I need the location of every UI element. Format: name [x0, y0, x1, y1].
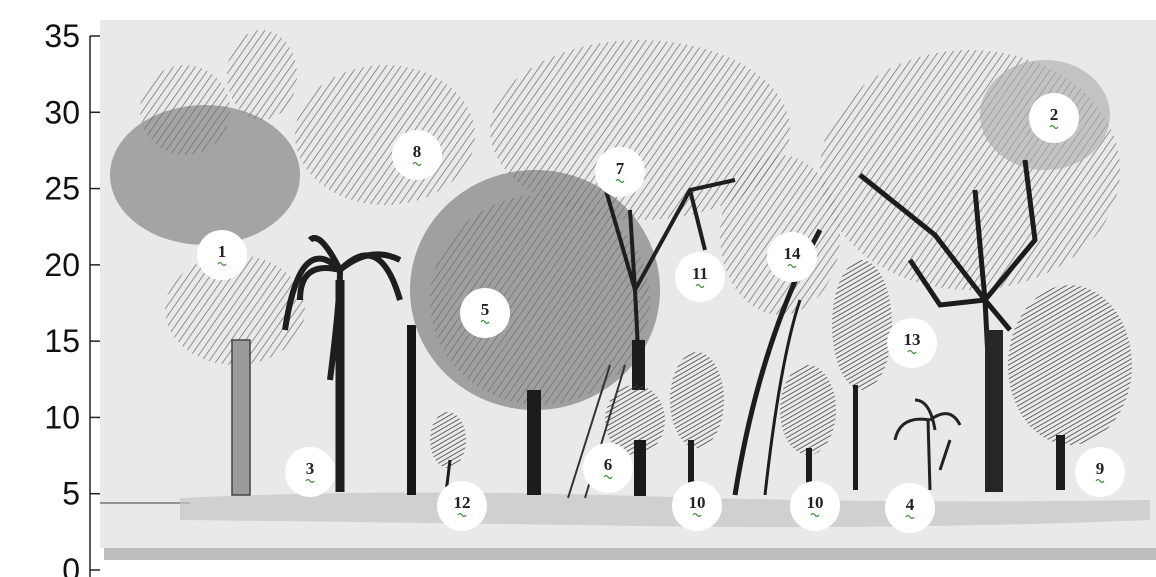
marker-7: 7	[595, 147, 645, 197]
marker-number: 3	[306, 459, 315, 478]
marker-number: 12	[454, 493, 471, 512]
y-tick-label: 30	[44, 94, 80, 130]
marker-number: 6	[604, 455, 613, 474]
y-axis-ticks: 0 5 10 15 20 25 30 35	[44, 18, 100, 577]
marker-9: 9	[1075, 447, 1125, 497]
marker-number: 13	[904, 330, 921, 349]
marker-11: 11	[675, 252, 725, 302]
marker-12: 12	[437, 481, 487, 531]
marker-number: 10	[807, 493, 824, 512]
marker-6: 6	[583, 443, 633, 493]
marker-number: 9	[1096, 459, 1105, 478]
y-tick-label: 35	[44, 18, 80, 54]
marker-14: 14	[767, 232, 817, 282]
marker-number: 7	[616, 159, 625, 178]
y-tick-label: 20	[44, 247, 80, 283]
marker-13: 13	[887, 318, 937, 368]
marker-number: 5	[481, 300, 490, 319]
marker-number: 14	[784, 244, 802, 263]
y-tick-label: 15	[44, 323, 80, 359]
marker-number: 10	[689, 493, 706, 512]
marker-10a: 10	[672, 481, 722, 531]
y-tick-label: 25	[44, 171, 80, 207]
marker-number: 1	[218, 242, 227, 261]
marker-number: 8	[413, 142, 422, 161]
marker-number: 2	[1050, 105, 1059, 124]
y-tick-label: 5	[62, 476, 80, 512]
marker-1: 1	[197, 230, 247, 280]
marker-number: 4	[906, 495, 915, 514]
marker-10b: 10	[790, 481, 840, 531]
marker-8: 8	[392, 130, 442, 180]
marker-5: 5	[460, 288, 510, 338]
marker-number: 11	[692, 264, 708, 283]
marker-4: 4	[885, 483, 935, 533]
y-tick-label: 10	[44, 399, 80, 435]
marker-3: 3	[285, 447, 335, 497]
y-tick-label: 0	[62, 552, 80, 577]
marker-2: 2	[1029, 93, 1079, 143]
